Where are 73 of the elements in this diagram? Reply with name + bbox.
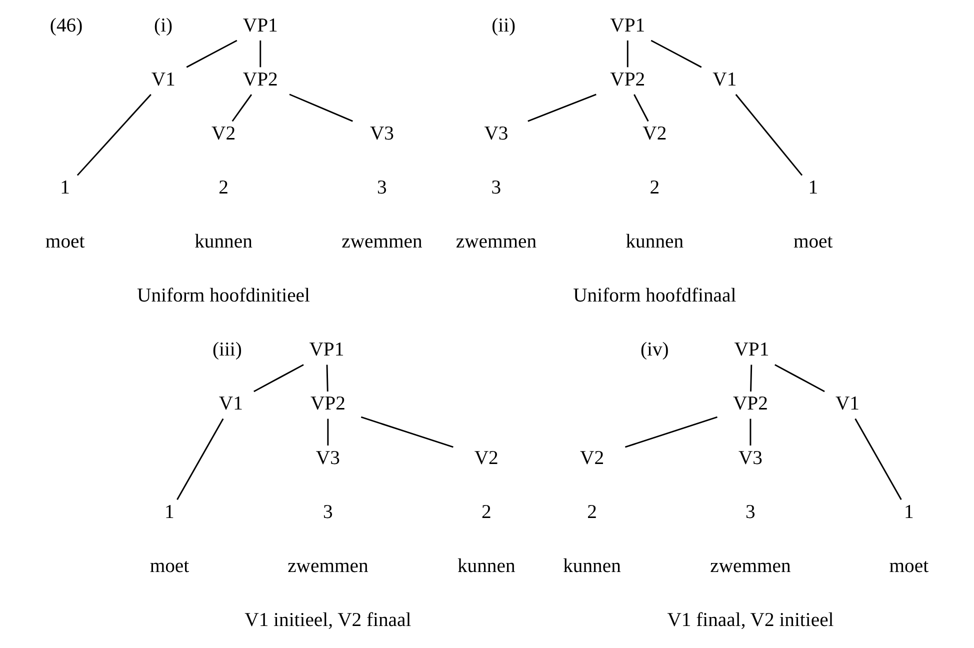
label: (46) xyxy=(50,14,83,36)
node-text: VP1 xyxy=(309,338,344,361)
label: kunnen xyxy=(563,554,621,577)
node-text: VP2 xyxy=(610,68,646,90)
node-text: V3 xyxy=(316,446,340,469)
connector xyxy=(232,94,252,122)
node-text: 1 xyxy=(808,176,818,199)
connector xyxy=(360,416,454,448)
label: kunnen xyxy=(457,554,516,577)
node-text: V1 xyxy=(712,68,737,90)
label: moet xyxy=(889,554,929,577)
connector xyxy=(634,94,649,122)
node-text: VP2 xyxy=(733,392,768,415)
label: (i) xyxy=(154,14,173,36)
label: (iii) xyxy=(212,338,242,361)
label: (iv) xyxy=(640,338,669,361)
node-text: V2 xyxy=(212,122,236,145)
node-text: VP1 xyxy=(734,338,770,361)
label: 3 xyxy=(491,176,502,199)
node-text: V3 xyxy=(738,446,762,469)
connector xyxy=(735,94,803,176)
node-text: VP1 xyxy=(610,14,646,36)
label: zwemmen xyxy=(342,230,422,253)
connector xyxy=(750,418,752,446)
label: 2 xyxy=(587,500,597,523)
node-text: V1 xyxy=(836,392,860,415)
connector xyxy=(750,364,752,392)
label: 2 xyxy=(650,176,660,199)
node-text: V1 xyxy=(218,392,243,415)
connector xyxy=(176,418,224,500)
node-text: 1 xyxy=(60,176,70,199)
connector xyxy=(624,416,718,448)
label: moet xyxy=(793,230,833,253)
label: 2 xyxy=(218,176,228,199)
label: 3 xyxy=(377,176,387,199)
label: Uniform hoofdfinaal xyxy=(573,284,736,307)
connector xyxy=(327,418,329,446)
label: zwemmen xyxy=(710,554,791,577)
label: zwemmen xyxy=(456,230,537,253)
label: (ii) xyxy=(492,14,516,36)
connector xyxy=(326,364,328,392)
node-text: VP2 xyxy=(310,392,346,415)
connector xyxy=(289,94,353,122)
connector xyxy=(186,40,238,68)
node-text: V3 xyxy=(370,122,394,145)
label: V1 initieel, V2 finaal xyxy=(244,608,412,631)
connector xyxy=(528,94,596,122)
label: V1 finaal, V2 initieel xyxy=(667,608,834,631)
connector xyxy=(260,40,262,68)
node-text: V2 xyxy=(642,122,667,145)
node-text: 1 xyxy=(904,500,914,523)
node-text: V2 xyxy=(580,446,604,469)
label: 3 xyxy=(746,500,756,523)
label: Uniform hoofdinitieel xyxy=(137,284,310,307)
connector xyxy=(76,94,152,176)
label: zwemmen xyxy=(288,554,368,577)
node-text: VP1 xyxy=(242,14,278,36)
connector xyxy=(626,40,628,68)
connector xyxy=(774,364,825,392)
label: moet xyxy=(45,230,85,253)
label: 3 xyxy=(323,500,333,523)
connector xyxy=(254,364,304,392)
label: kunnen xyxy=(194,230,252,253)
node-text: V3 xyxy=(484,122,508,145)
node-text: VP2 xyxy=(242,68,278,90)
label: 2 xyxy=(481,500,492,523)
node-text: V2 xyxy=(474,446,498,469)
label: kunnen xyxy=(626,230,684,253)
node-text: V1 xyxy=(151,68,176,90)
connector xyxy=(650,40,702,68)
node-text: 1 xyxy=(164,500,174,523)
label: moet xyxy=(150,554,190,577)
connector xyxy=(854,418,902,500)
